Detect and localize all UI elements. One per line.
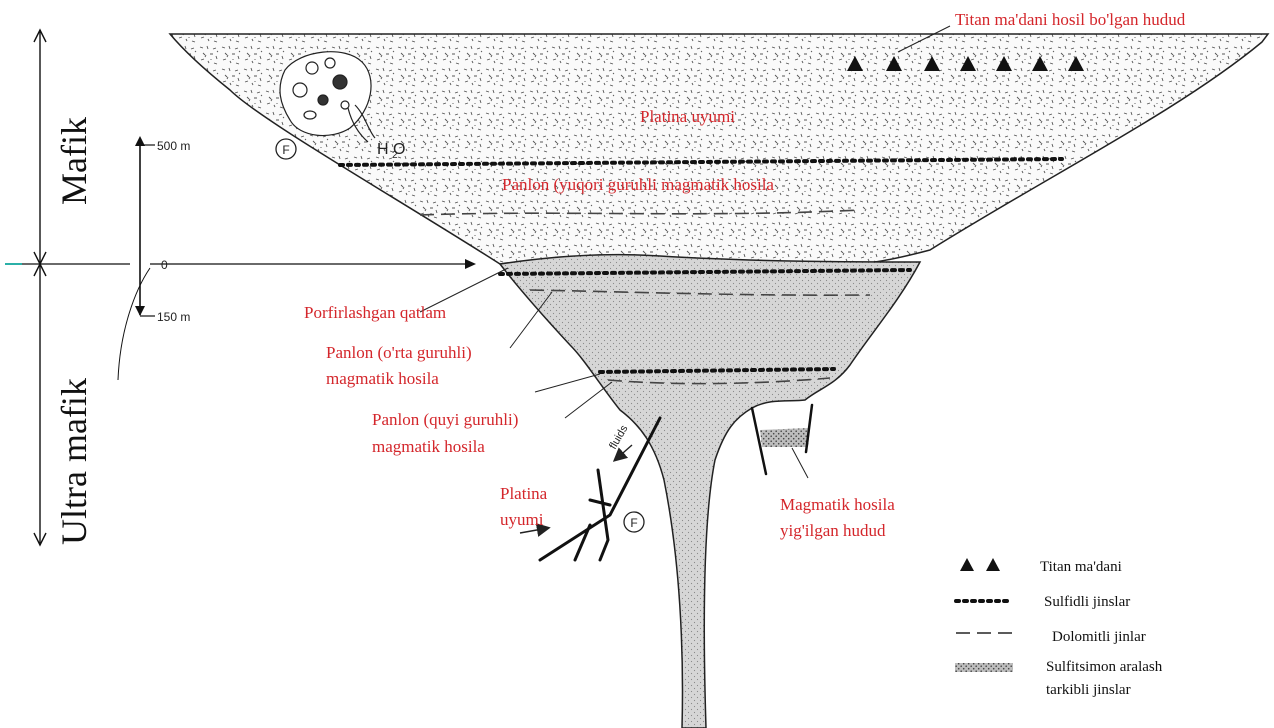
label-panlon-upper: Panlon (yuqori guruhli magmatik hosila — [502, 175, 774, 194]
label-porfir: Porfirlashgan qatlam — [304, 303, 446, 322]
fault-symbol-lower: F — [624, 512, 644, 532]
label-panlon-lower-1: Panlon (quyi guruhli) — [372, 410, 518, 429]
scale-zero-label: 0 — [161, 258, 168, 272]
legend-sulfid-label: Sulfidli jinslar — [1044, 594, 1130, 610]
label-platina-upper: Platina uyumi — [640, 107, 735, 126]
legend-dolomit-label: Dolomitli jinlar — [1052, 629, 1146, 645]
sulfitsimon-pocket — [760, 428, 810, 447]
label-platina-lower-2: uyumi — [500, 510, 544, 529]
label-panlon-middle-2: magmatik hosila — [326, 369, 439, 388]
label-panlon-lower-2: magmatik hosila — [372, 437, 485, 456]
legend-sulfitsimon-label-1: Sulfitsimon aralash — [1046, 659, 1163, 675]
h2o-subscript: 2 — [392, 150, 398, 161]
label-platina-lower-1: Platina — [500, 484, 548, 503]
label-panlon-middle-1: Panlon (o'rta guruhli) — [326, 343, 472, 362]
legend-titan-symbol — [960, 558, 1000, 571]
fault-lines-lower — [540, 418, 660, 560]
ultramafic-body — [500, 255, 920, 728]
zone-label-mafik: Mafik — [54, 117, 94, 205]
legend-sulfitsimon-symbol — [955, 663, 1013, 672]
scale-bottom-label: 150 m — [157, 310, 190, 324]
legend-titan-label: Titan ma'dani — [1040, 559, 1122, 575]
zone-bracket — [34, 30, 46, 545]
zone-label-ultra-mafik: Ultra mafik — [54, 378, 94, 545]
scale-top-label: 500 m — [157, 139, 190, 153]
label-magma-zone-1: Magmatik hosila — [780, 495, 895, 514]
legend-sulfitsimon-label-2: tarkibli jinslar — [1046, 682, 1131, 698]
label-titan-zone: Titan ma'dani hosil bo'lgan hudud — [955, 10, 1186, 29]
svg-text:F: F — [282, 143, 289, 157]
svg-text:F: F — [630, 516, 637, 530]
label-magma-zone-2: yig'ilgan hudud — [780, 521, 886, 540]
legend: Titan ma'dani Sulfidli jinslar Dolomitli… — [955, 558, 1163, 698]
fluids-label: fluids — [607, 423, 630, 452]
fault-symbol-upper: F — [276, 139, 296, 159]
